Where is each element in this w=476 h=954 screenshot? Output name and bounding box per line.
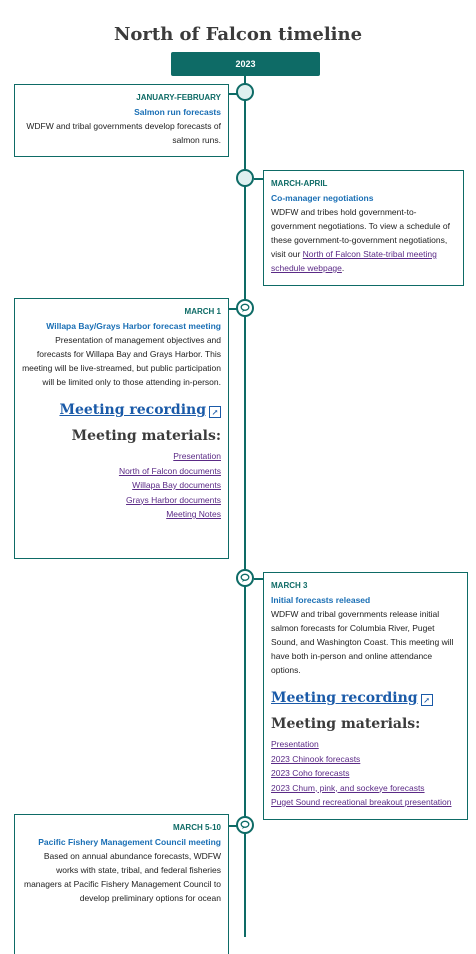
event-card-willapa-grays-meeting: MARCH 1 Willapa Bay/Grays Harbor forecas… (14, 298, 229, 559)
speech-bubble-icon (236, 299, 254, 317)
material-link-chum-pink-sockeye[interactable]: 2023 Chum, pink, and sockeye forecasts (271, 782, 425, 793)
event-title: Initial forecasts released (271, 595, 371, 605)
material-link-grays-documents[interactable]: Grays Harbor documents (126, 494, 221, 505)
material-link-presentation[interactable]: Presentation (173, 451, 221, 461)
connector (223, 825, 237, 827)
connector (223, 308, 237, 310)
event-title: Willapa Bay/Grays Harbor forecast meetin… (46, 321, 221, 331)
event-description: Based on annual abundance forecasts, WDF… (23, 851, 221, 903)
event-date: MARCH 3 (271, 581, 308, 590)
event-description: WDFW and tribal governments release init… (271, 609, 454, 675)
event-description: WDFW and tribal governments develop fore… (26, 121, 221, 145)
event-date: MARCH 5-10 (172, 823, 221, 832)
materials-heading: Meeting materials: (271, 716, 421, 732)
event-title: Salmon run forecasts (134, 107, 221, 117)
speech-bubble-icon (236, 816, 254, 834)
connector (254, 578, 268, 580)
meeting-recording-link[interactable]: Meeting recording↗ (22, 403, 221, 418)
material-link-coho-forecasts[interactable]: 2023 Coho forecasts (271, 768, 350, 778)
connector (254, 178, 268, 180)
event-card-salmon-run-forecasts: JANUARY-FEBRUARY Salmon run forecasts WD… (14, 84, 229, 157)
event-card-co-manager-negotiations: MARCH-APRIL Co-manager negotiations WDFW… (263, 170, 464, 286)
event-date: MARCH 1 (184, 307, 221, 316)
external-link-icon: ↗ (209, 406, 221, 418)
event-description: Presentation of management objectives an… (22, 335, 221, 387)
material-link-presentation[interactable]: Presentation (271, 739, 319, 749)
material-link-puget-sound-breakout[interactable]: Puget Sound recreational breakout presen… (271, 797, 452, 807)
material-link-meeting-notes[interactable]: Meeting Notes (166, 509, 221, 519)
event-title: Pacific Fishery Management Council meeti… (38, 837, 221, 847)
event-date: JANUARY-FEBRUARY (136, 93, 221, 102)
speech-bubble-icon (236, 569, 254, 587)
meeting-recording-link[interactable]: Meeting recording↗ (271, 691, 460, 706)
material-link-willapa-documents[interactable]: Willapa Bay documents (132, 480, 221, 490)
material-link-chinook-forecasts[interactable]: 2023 Chinook forecasts (271, 753, 361, 764)
event-date: MARCH-APRIL (271, 179, 328, 188)
external-link-icon: ↗ (420, 694, 433, 706)
material-link-nof-documents[interactable]: North of Falcon documents (118, 465, 221, 476)
circle-icon (236, 83, 254, 101)
year-badge: 2023 (171, 52, 320, 76)
materials-heading: Meeting materials: (71, 428, 221, 444)
event-card-pfmc-meeting: MARCH 5-10 Pacific Fishery Management Co… (14, 814, 229, 954)
event-title: Co-manager negotiations (271, 193, 374, 203)
schedule-webpage-link[interactable]: North of Falcon State-tribal meeting sch… (271, 249, 437, 273)
page-title: North of Falcon timeline (113, 24, 363, 45)
event-description: WDFW and tribes hold government-to-gover… (271, 207, 450, 273)
event-card-initial-forecasts: MARCH 3 Initial forecasts released WDFW … (263, 572, 468, 820)
timeline-line (244, 76, 246, 937)
circle-icon (236, 169, 254, 187)
